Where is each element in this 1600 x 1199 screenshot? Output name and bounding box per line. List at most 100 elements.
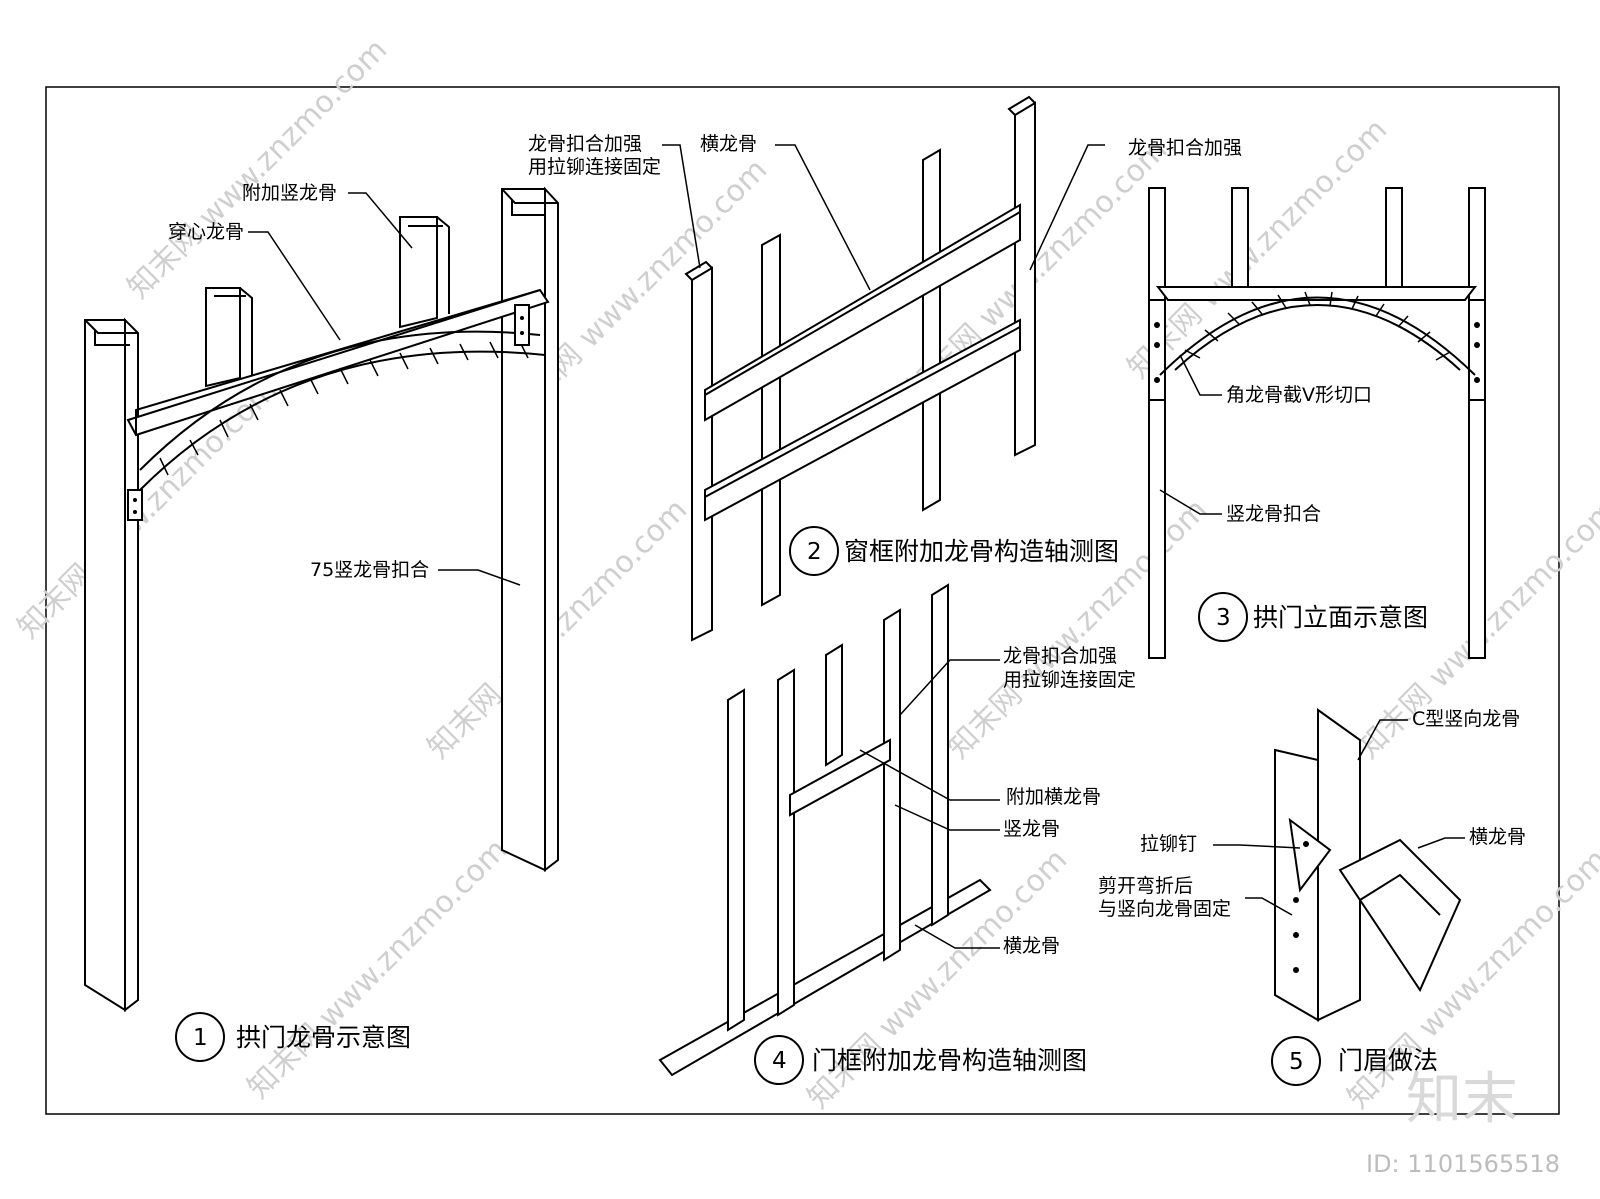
stud-3 bbox=[922, 148, 941, 512]
extra-horizontal bbox=[789, 738, 891, 817]
rivet bbox=[1154, 342, 1160, 348]
watermark-site: www.znzmo.com bbox=[312, 832, 515, 1035]
left-stud-top bbox=[84, 319, 138, 346]
stud-left-top bbox=[684, 260, 713, 281]
rivet bbox=[133, 498, 137, 502]
leader-vertical bbox=[894, 804, 1000, 831]
arch-outer bbox=[1159, 296, 1476, 376]
c-stud-flange bbox=[1274, 748, 1319, 1022]
horizontal-upper-edge bbox=[704, 211, 1021, 396]
figure-number-circle bbox=[1198, 592, 1248, 642]
right-plate bbox=[1468, 299, 1486, 401]
label-horizontal: 横龙骨 bbox=[700, 133, 757, 155]
rivet bbox=[1293, 897, 1299, 903]
figure-number: 4 bbox=[772, 1048, 787, 1074]
figure-3-arch-elevation: 角龙骨截V形切口 竖龙骨扣合 3 拱门立面示意图 bbox=[1148, 187, 1486, 659]
figure-1-arch-framing: 附加竖龙骨 穿心龙骨 75竖龙骨扣合 1 拱门龙骨示意图 bbox=[84, 182, 559, 1062]
horizontal-lower bbox=[704, 318, 1021, 522]
right-stud-top bbox=[501, 188, 558, 216]
rivet bbox=[1303, 841, 1309, 847]
leader-horizontal bbox=[914, 924, 1000, 949]
left-plate bbox=[1148, 299, 1166, 401]
figure-title: 门眉做法 bbox=[1338, 1046, 1438, 1075]
label-reinforce-2: 用拉铆连接固定 bbox=[528, 156, 661, 178]
label-stud-interlock: 竖龙骨扣合 bbox=[1226, 503, 1321, 525]
figure-number: 1 bbox=[193, 1025, 208, 1051]
watermark-brand: 知末网 bbox=[421, 677, 509, 765]
label-cut-2: 与竖向龙骨固定 bbox=[1098, 898, 1231, 920]
top-channel bbox=[1155, 286, 1478, 301]
through-channel-edge bbox=[135, 289, 541, 435]
left-bracket bbox=[127, 489, 143, 521]
rivet bbox=[1293, 932, 1299, 938]
leader-v-cut bbox=[1179, 354, 1222, 396]
label-rivet: 拉铆钉 bbox=[1140, 833, 1197, 855]
stud-1 bbox=[1148, 187, 1166, 659]
figure-number: 2 bbox=[807, 539, 822, 565]
rivet bbox=[1474, 342, 1480, 348]
leader-reinforce bbox=[899, 659, 1000, 716]
stud-d bbox=[883, 608, 901, 962]
brand-logo: 知末 bbox=[1406, 1067, 1518, 1132]
leader-horizontal bbox=[1417, 837, 1465, 849]
leader-c-stud bbox=[1357, 719, 1408, 761]
watermark-site: www.znzmo.com bbox=[192, 32, 395, 235]
figure-title: 拱门龙骨示意图 bbox=[236, 1023, 411, 1052]
rivet bbox=[520, 331, 524, 335]
arch-inner bbox=[1174, 304, 1461, 371]
stud-a bbox=[727, 688, 745, 1032]
extra-stud-b bbox=[399, 216, 438, 329]
rivet bbox=[1154, 322, 1160, 328]
drawing-border bbox=[45, 86, 1560, 1115]
label-through-channel: 穿心龙骨 bbox=[168, 221, 244, 243]
through-channel bbox=[126, 288, 550, 437]
right-stud-side bbox=[544, 186, 559, 873]
label-horizontal: 横龙骨 bbox=[1469, 826, 1526, 848]
stud-2 bbox=[1231, 187, 1249, 299]
stud-right-top bbox=[1007, 95, 1036, 116]
leader-through-channel bbox=[248, 231, 341, 341]
figure-number-circle bbox=[789, 526, 839, 576]
stud-e bbox=[931, 583, 949, 927]
figure-5-door-lintel: C型竖向龙骨 拉铆钉 横龙骨 剪开弯折后 与竖向龙骨固定 5 门眉做法 bbox=[1098, 708, 1526, 1086]
extra-stud-a-edge bbox=[214, 287, 253, 376]
label-reinforce-2: 用拉铆连接固定 bbox=[1003, 669, 1136, 691]
leader-extra-stud bbox=[348, 192, 413, 249]
figure-4-door-frame: 龙骨扣合加强 用拉铆连接固定 附加横龙骨 竖龙骨 横龙骨 4 门框附加龙骨构造轴… bbox=[658, 583, 1136, 1085]
leader-rivet bbox=[1213, 844, 1301, 849]
rivet bbox=[133, 510, 137, 514]
right-bracket bbox=[514, 304, 530, 346]
label-vertical: 竖龙骨 bbox=[1003, 818, 1060, 840]
rivet bbox=[520, 316, 524, 320]
leader-reinforce bbox=[662, 144, 701, 269]
extra-stud-b-edge bbox=[408, 216, 450, 314]
stud-c bbox=[825, 643, 843, 767]
v-cut-marks bbox=[1184, 291, 1451, 361]
leader-stud-interlock bbox=[1159, 489, 1222, 515]
label-cut-1: 剪开弯折后 bbox=[1098, 875, 1193, 897]
label-reinforce-1: 龙骨扣合加强 bbox=[1003, 645, 1117, 667]
cut-tab bbox=[1288, 817, 1332, 893]
floor-track bbox=[658, 878, 992, 1077]
stud-right bbox=[1014, 101, 1036, 457]
label-reinforce-1: 龙骨扣合加强 bbox=[528, 133, 642, 155]
figure-title: 拱门立面示意图 bbox=[1253, 603, 1428, 632]
stud-b bbox=[777, 668, 795, 1017]
figure-title: 门框附加龙骨构造轴测图 bbox=[812, 1046, 1087, 1075]
arch-v-cuts bbox=[159, 341, 529, 476]
rivet bbox=[1474, 377, 1480, 383]
figure-number-circle bbox=[754, 1035, 804, 1085]
horizontal-lower-edge bbox=[704, 326, 1021, 498]
label-horizontal: 横龙骨 bbox=[1003, 935, 1060, 957]
figure-title: 窗框附加龙骨构造轴测图 bbox=[844, 537, 1119, 566]
label-extra-stud: 附加竖龙骨 bbox=[242, 182, 337, 204]
rivet bbox=[1474, 322, 1480, 328]
label-c-stud: C型竖向龙骨 bbox=[1412, 708, 1520, 730]
rivet bbox=[1154, 377, 1160, 383]
arch-curve-outer bbox=[139, 350, 546, 491]
figure-number-circle bbox=[175, 1012, 225, 1062]
